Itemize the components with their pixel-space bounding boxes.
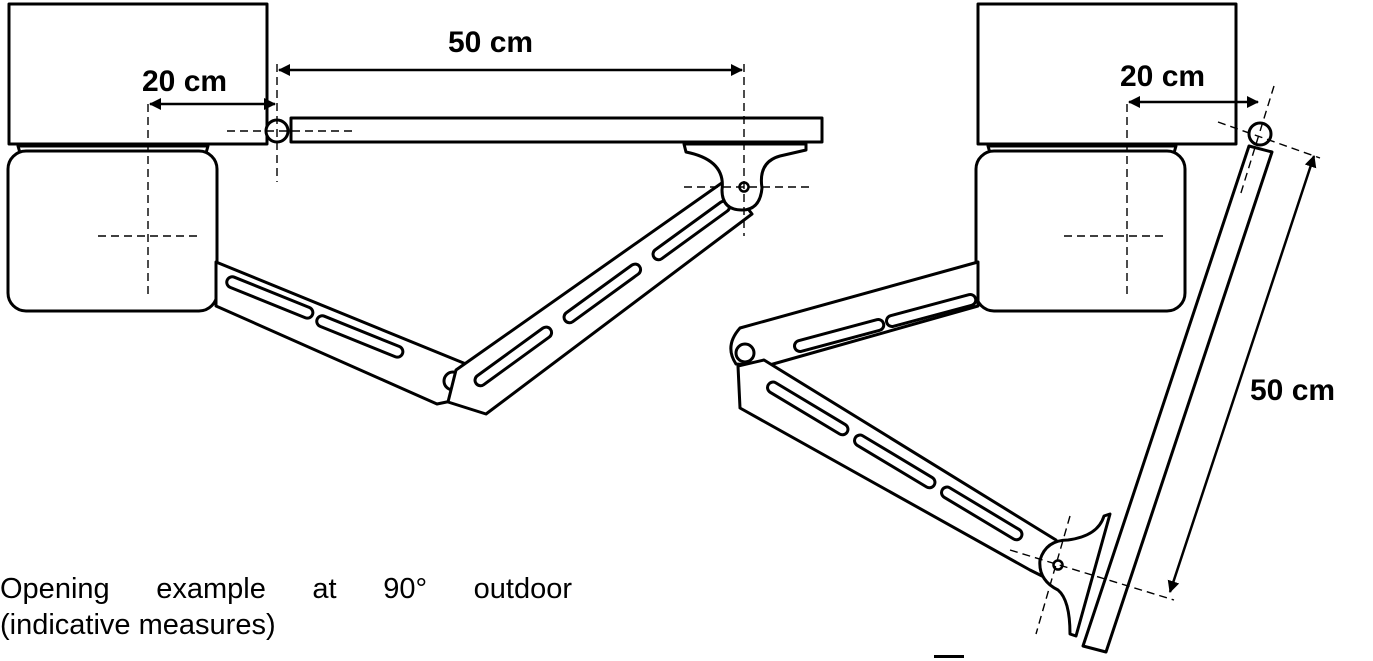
right-width-dim-label: 50 cm — [1250, 374, 1335, 407]
right-gate-bracket — [1038, 512, 1112, 638]
bottom-bar-mark — [934, 655, 964, 658]
right-forearm-slots — [766, 380, 1024, 542]
right-bracket-pivot — [1052, 559, 1064, 571]
left-pillar — [7, 2, 269, 146]
left-offset-dim-label: 20 cm — [142, 65, 227, 98]
left-gate-leaf — [289, 116, 824, 144]
right-offset-dim-label: 20 cm — [1120, 60, 1205, 93]
left-width-dim-label: 50 cm — [448, 26, 533, 59]
left-guide-lines — [98, 64, 814, 296]
right-operator-housing — [974, 149, 1187, 313]
left-dimension-arrows — [149, 64, 743, 110]
right-pillar — [976, 2, 1238, 146]
closed-position-diagram — [6, 2, 824, 416]
caption-line-1: Opening example at 90° outdoor — [0, 573, 572, 605]
right-elbow-pivot — [734, 342, 756, 364]
diagram-caption: Opening example at 90° outdoor (indicati… — [0, 571, 580, 643]
right-hinge — [1247, 121, 1273, 147]
left-operator-arm-slots — [225, 275, 405, 359]
caption-line-2: (indicative measures) — [0, 609, 276, 641]
left-operator-housing — [6, 149, 219, 313]
right-dimension-arrows — [1128, 96, 1317, 593]
left-operator-arm — [214, 260, 476, 406]
right-operator-arm-slots — [793, 293, 978, 353]
left-gate-bracket — [682, 142, 808, 212]
right-width-arrow — [1167, 155, 1317, 593]
